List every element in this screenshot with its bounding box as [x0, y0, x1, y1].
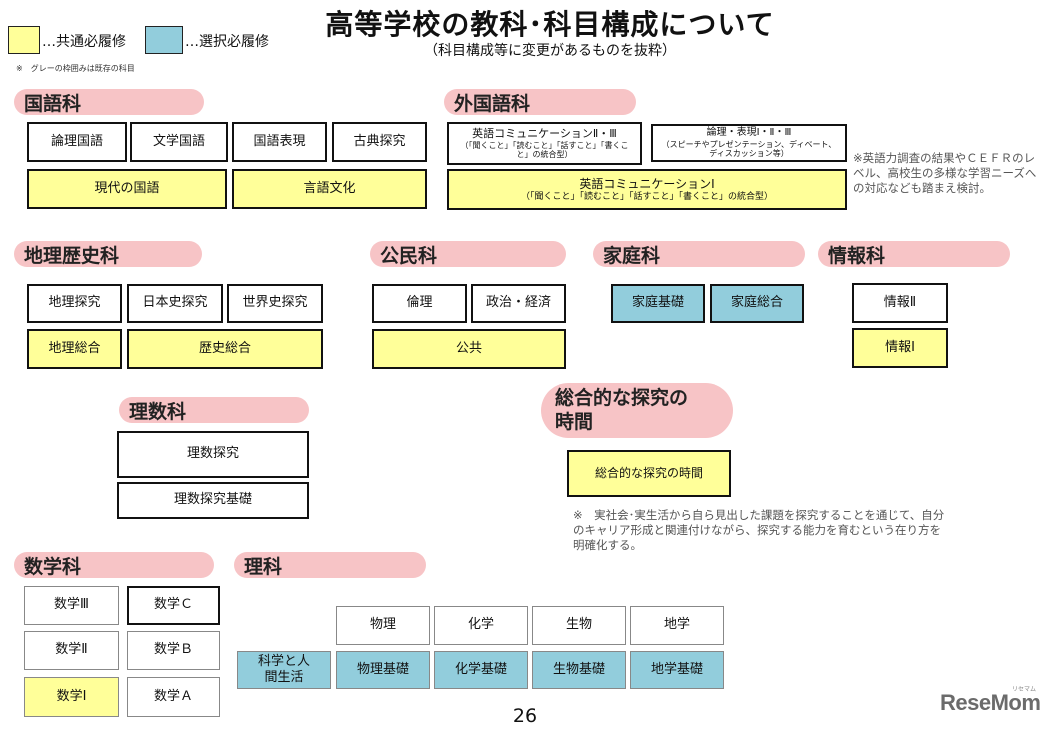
subject-sugaku-b: 数学Ｂ	[127, 631, 220, 670]
page-title: 高等学校の教科･科目構成について	[325, 8, 775, 41]
subject-bungaku-kokugo: 文学国語	[130, 122, 228, 162]
subject-risu-tankyu: 理数探究	[117, 431, 309, 478]
subject-chiri-tankyu: 地理探究	[27, 284, 122, 323]
sogo-label-line2: 時間	[555, 410, 594, 433]
subject-nihonshi-tankyu: 日本史探究	[127, 284, 223, 323]
subject-seibutsu: 生物	[532, 606, 626, 645]
subject-sugaku-3: 数学Ⅲ	[24, 586, 119, 625]
category-kokugo: 国語科	[14, 89, 204, 115]
eigo-comm-2-3-sub: （「聞くこと」「読むこと」「話すこと」「書くこと」の統合型）	[460, 140, 629, 160]
subject-ronri-hyogen: 論理・表現Ⅰ・Ⅱ・Ⅲ （スピーチやプレゼンテーション、ディベート、ディスカッショ…	[651, 124, 847, 162]
subject-ronri-kokugo: 論理国語	[27, 122, 127, 162]
ronri-hyogen-title: 論理・表現Ⅰ・Ⅱ・Ⅲ	[706, 127, 792, 139]
eigo-comm-1-sub: （「聞くこと」「読むこと」「話すこと」「書くこと」の統合型）	[520, 191, 773, 202]
legend-elective-swatch	[145, 26, 183, 54]
subject-butsuri: 物理	[336, 606, 430, 645]
subject-katei-kiso: 家庭基礎	[611, 284, 705, 323]
subject-rekishi-sogo: 歴史総合	[127, 329, 323, 369]
subject-joho-2: 情報Ⅱ	[852, 283, 948, 323]
subject-chigaku: 地学	[630, 606, 724, 645]
category-gaikokugo: 外国語科	[444, 89, 636, 115]
page-number: 26	[512, 705, 538, 727]
subject-risu-tankyu-kiso: 理数探究基礎	[117, 482, 309, 519]
gaikokugo-note: ※英語力調査の結果やＣＥＦＲのレベル、高校生の多様な学習ニーズへの対応なども踏ま…	[853, 151, 1037, 195]
page-subtitle: （科目構成等に変更があるものを抜粋）	[424, 43, 676, 59]
category-rika: 理科	[234, 552, 426, 578]
eigo-comm-1-title: 英語コミュニケーションⅠ	[579, 176, 715, 191]
category-katei: 家庭科	[593, 241, 805, 267]
subject-butsuri-kiso: 物理基礎	[336, 651, 430, 689]
legend-common-swatch	[8, 26, 40, 54]
subject-rinri: 倫理	[372, 284, 467, 323]
brand-logo-sub: リセマム	[1012, 686, 1037, 693]
category-joho: 情報科	[818, 241, 1010, 267]
subject-sogo-tankyu: 総合的な探究の時間	[567, 450, 731, 497]
subject-joho-1: 情報Ⅰ	[852, 328, 948, 368]
brand-logo: ReseMom	[940, 690, 1041, 715]
legend-gray-note: ※ グレーの枠囲みは既存の科目	[16, 64, 135, 73]
subject-seibutsu-kiso: 生物基礎	[532, 651, 626, 689]
sogo-label-line1: 総合的な探究の	[555, 386, 689, 409]
subject-gengo-bunka: 言語文化	[232, 169, 427, 209]
subject-sugaku-1: 数学Ⅰ	[24, 677, 119, 717]
subject-eigo-comm-2-3: 英語コミュニケーションⅡ・Ⅲ （「聞くこと」「読むこと」「話すこと」「書くこと」…	[447, 122, 642, 165]
subject-chiri-sogo: 地理総合	[27, 329, 122, 369]
subject-sekaishi-tankyu: 世界史探究	[227, 284, 323, 323]
category-chireki: 地理歴史科	[14, 241, 202, 267]
category-sogo-tankyu: 総合的な探究の 時間	[541, 383, 733, 438]
subject-kokyo: 公共	[372, 329, 566, 369]
subject-chigaku-kiso: 地学基礎	[630, 651, 724, 689]
subject-kagaku: 化学	[434, 606, 528, 645]
subject-gendai-no-kokugo: 現代の国語	[27, 169, 227, 209]
subject-sugaku-a: 数学Ａ	[127, 677, 220, 717]
category-komin: 公民科	[370, 241, 566, 267]
legend-common-label: …共通必履修	[42, 34, 126, 50]
ronri-hyogen-sub: （スピーチやプレゼンテーション、ディベート、ディスカッション等）	[661, 139, 837, 159]
category-sugaku: 数学科	[14, 552, 214, 578]
subject-kagaku-to-ningen-seikatsu: 科学と人間生活	[237, 651, 331, 689]
sogo-note: ※ 実社会･実生活から自ら見出した課題を探究することを通じて、自分のキャリア形成…	[573, 508, 945, 552]
subject-kagaku-kiso: 化学基礎	[434, 651, 528, 689]
subject-sugaku-c: 数学Ｃ	[127, 586, 220, 625]
eigo-comm-2-3-title: 英語コミュニケーションⅡ・Ⅲ	[472, 127, 617, 141]
subject-koten-tankyu: 古典探究	[332, 122, 427, 162]
subject-sugaku-2: 数学Ⅱ	[24, 631, 119, 670]
category-risu: 理数科	[119, 397, 309, 423]
subject-seiji-keizai: 政治・経済	[471, 284, 566, 323]
legend-elective-label: …選択必履修	[185, 34, 269, 50]
subject-eigo-comm-1: 英語コミュニケーションⅠ （「聞くこと」「読むこと」「話すこと」「書くこと」の統…	[447, 169, 847, 210]
subject-katei-sogo: 家庭総合	[710, 284, 804, 323]
subject-kokugo-hyogen: 国語表現	[232, 122, 327, 162]
